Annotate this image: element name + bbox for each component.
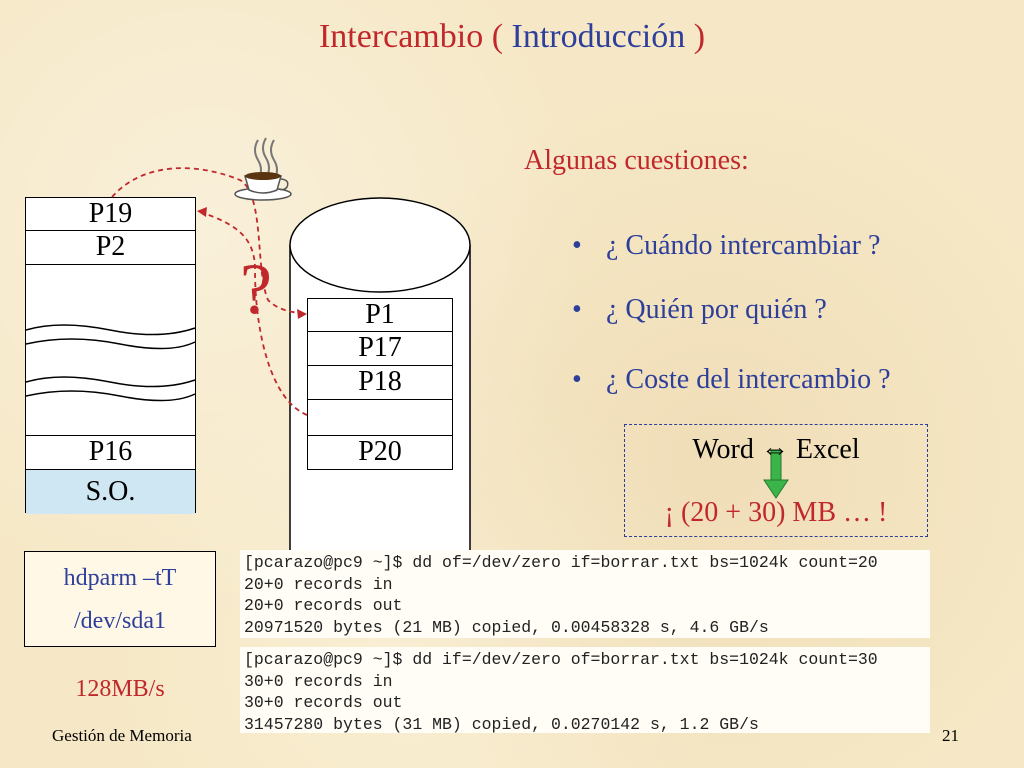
disk-cell-empty <box>307 400 453 436</box>
word-excel-label: Word ⇔ Excel <box>624 434 928 466</box>
question-text: ¿ Coste del intercambio ? <box>606 364 891 395</box>
question-text: ¿ Quién por quién ? <box>606 294 827 325</box>
memory-break-line-3 <box>25 376 196 388</box>
swap-out-arrowhead <box>297 309 307 319</box>
terminal-output-read: [pcarazo@pc9 ~]$ dd of=/dev/zero if=borr… <box>240 550 930 638</box>
word-label: Word <box>692 434 754 465</box>
bullet-glyph: • <box>572 230 582 261</box>
terminal-line: 30+0 records out <box>244 693 403 712</box>
disk-cell-p20: P20 <box>307 436 453 470</box>
questions-heading: Algunas cuestiones: <box>524 145 749 176</box>
hdparm-command: hdparm –tT <box>63 565 177 591</box>
memory-cell-p19: P19 <box>26 198 195 231</box>
disk-top <box>289 197 471 293</box>
page-number: 21 <box>942 726 959 745</box>
title-main: Intercambio ( <box>318 18 504 55</box>
terminal-line: 20971520 bytes (21 MB) copied, 0.0045832… <box>244 617 769 637</box>
swap-cost: ¡ (20 + 30) MB … ! <box>664 497 888 528</box>
excel-label: Excel <box>795 434 860 465</box>
memory-cell-p2: P2 <box>26 231 195 265</box>
question-item: • ¿ Cuándo intercambiar ? <box>572 230 880 262</box>
disk-cell-p17: P17 <box>307 332 453 366</box>
memory-cell-so: S.O. <box>26 470 195 514</box>
disk-cell-p18: P18 <box>307 366 453 400</box>
down-arrow-icon <box>763 449 789 499</box>
bullet-glyph: • <box>572 364 582 395</box>
coffee-cup-icon <box>234 137 292 201</box>
terminal-output-write: [pcarazo@pc9 ~]$ dd if=/dev/zero of=borr… <box>240 647 930 733</box>
footer-course: Gestión de Memoria <box>52 726 192 745</box>
terminal-line: 20+0 records out <box>244 596 403 615</box>
hdparm-box <box>24 551 216 647</box>
memory-break-line-2 <box>25 338 196 350</box>
slide-title: Intercambio ( Introducción ) <box>0 18 1024 56</box>
title-accent: Introducción <box>511 18 686 55</box>
memory-cell-p16: P16 <box>26 436 195 470</box>
terminal-line: 31457280 bytes (31 MB) copied, 0.0270142… <box>244 714 759 734</box>
question-mark: ? <box>240 249 272 329</box>
swap-arrow-icon: ⇔ <box>760 434 789 465</box>
disk-speed: 128MB/s <box>75 676 165 702</box>
disk-cell-p1: P1 <box>307 298 453 332</box>
main-memory: P19 P2 P16 S.O. <box>25 197 196 514</box>
title-end: ) <box>693 18 706 55</box>
swap-in-arrowhead <box>197 207 207 217</box>
hdparm-device: /dev/sda1 <box>74 608 166 634</box>
memory-break-line-4 <box>25 390 196 402</box>
question-item: • ¿ Quién por quién ? <box>572 294 827 326</box>
terminal-line: [pcarazo@pc9 ~]$ dd of=/dev/zero if=borr… <box>244 553 878 572</box>
terminal-line: 20+0 records in <box>244 574 393 594</box>
question-item: • ¿ Coste del intercambio ? <box>572 364 891 396</box>
swap-cost-box <box>624 424 928 537</box>
terminal-line: 30+0 records in <box>244 671 393 691</box>
bullet-glyph: • <box>572 294 582 325</box>
terminal-line: [pcarazo@pc9 ~]$ dd if=/dev/zero of=borr… <box>244 650 878 669</box>
memory-free-area <box>26 265 195 436</box>
swap-in-arrow <box>199 211 308 416</box>
question-text: ¿ Cuándo intercambiar ? <box>606 230 881 261</box>
memory-break-line-1 <box>25 324 196 336</box>
